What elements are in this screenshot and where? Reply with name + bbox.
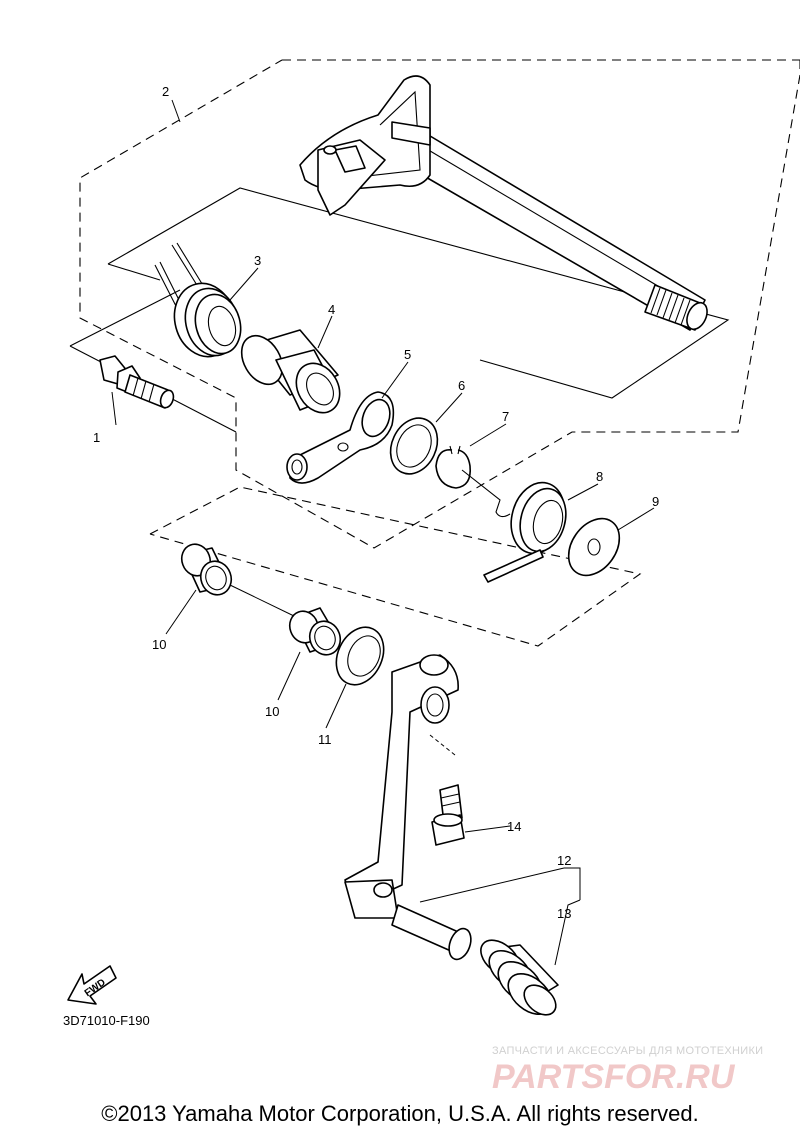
torsion-spring (154, 242, 242, 358)
shaft-plane-outline (107, 187, 730, 399)
callout-4: 4 (328, 302, 335, 317)
callout-labels: 2 3 4 5 6 7 8 9 1 10 10 11 12 13 14 (93, 84, 659, 921)
copyright-footer: ©2013 Yamaha Motor Corporation, U.S.A. A… (101, 1101, 699, 1126)
callout-11: 11 (318, 732, 332, 747)
callout-6: 6 (458, 378, 465, 393)
callout-2: 2 (162, 84, 169, 99)
stopper-lever (286, 391, 395, 484)
fwd-arrow-icon: FWD (67, 965, 117, 1005)
callout-1: 1 (93, 430, 100, 445)
washer (389, 417, 439, 475)
flat-washer (567, 517, 621, 577)
shaft-spline (644, 284, 708, 331)
callout-10-right: 10 (265, 704, 279, 719)
needle-bearing-left (180, 543, 233, 596)
callout-8: 8 (596, 469, 603, 484)
oil-seal (335, 626, 385, 686)
needle-bearing-right (288, 607, 342, 656)
callout-5: 5 (404, 347, 411, 362)
bearing-plane-outline (149, 486, 642, 647)
shift-pedal (344, 654, 472, 961)
pinch-bolt (429, 734, 465, 846)
watermark-tagline: ЗАПЧАСТИ И АКСЕССУАРЫ ДЛЯ МОТОТЕХНИКИ (492, 1045, 763, 1057)
shift-rubber (480, 939, 559, 1016)
callout-13: 13 (557, 906, 571, 921)
callout-14: 14 (507, 819, 521, 834)
callout-10-left: 10 (152, 637, 166, 652)
callout-12: 12 (557, 853, 571, 868)
return-spring (461, 469, 567, 583)
callout-7: 7 (502, 409, 509, 424)
collar (240, 329, 341, 414)
callout-3: 3 (254, 253, 261, 268)
leader-lines (111, 99, 655, 966)
assembly-group-outline (79, 59, 800, 549)
watermark-logo: PARTSFOR.RU (492, 1058, 736, 1096)
diagram-code: 3D71010-F190 (63, 1013, 150, 1028)
circlip (435, 445, 472, 489)
stopper-bolt (99, 355, 175, 409)
callout-9: 9 (652, 494, 659, 509)
shift-shaft-assembly (299, 75, 708, 331)
